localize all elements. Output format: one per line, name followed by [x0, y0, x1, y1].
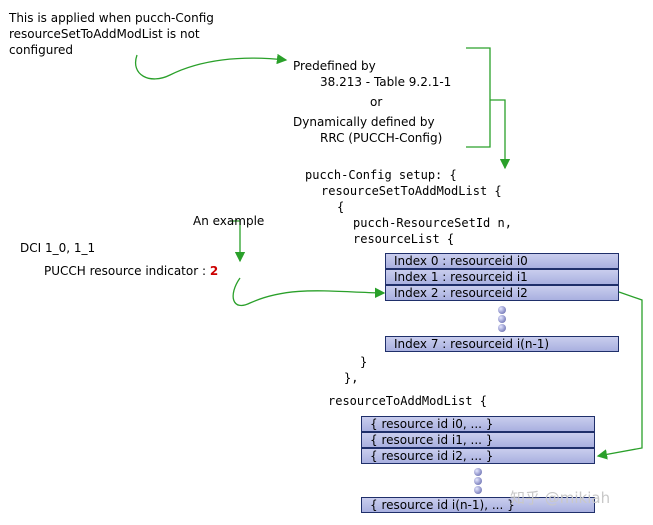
resource-list-entry-0: Index 0 : resourceid i0: [385, 253, 619, 269]
code-resource-add-list: resourceToAddModList {: [328, 394, 487, 408]
arrow-example-to-value: [230, 220, 246, 263]
code-close-brace-1: }: [360, 355, 368, 369]
pucch-indicator-label: PUCCH resource indicator :: [44, 264, 210, 278]
predefined-line-2: 38.213 - Table 9.2.1-1: [320, 75, 452, 89]
resource-add-entry-2: { resource id i2, ... }: [361, 448, 595, 464]
arrow-indicator-to-index2: [232, 277, 386, 306]
ellipsis-dots-2: [472, 468, 484, 495]
code-resource-set-list: resourceSetToAddModList {: [321, 184, 502, 198]
arrow-index2-to-resource: [596, 291, 643, 460]
arrow-bracket-to-config: [490, 99, 511, 170]
pucch-indicator-value: 2: [209, 264, 219, 278]
code-close-brace-2: },: [344, 371, 359, 385]
note-line-2: resourceSetToAddModList is not: [9, 27, 200, 41]
predefined-line-1: Predefined by: [293, 59, 376, 73]
predefined-or: or: [370, 95, 383, 109]
resource-add-entry-0: { resource id i0, ... }: [361, 416, 595, 432]
code-resource-set-id: pucch-ResourceSetId n,: [353, 216, 512, 230]
resource-list-entry-7: Index 7 : resourceid i(n-1): [385, 336, 619, 352]
ellipsis-dots-1: [496, 306, 508, 333]
arrow-note-to-predefined: [134, 53, 288, 80]
code-open-brace: {: [337, 200, 345, 214]
resource-add-entry-last: { resource id i(n-1), ... }: [361, 497, 595, 513]
watermark: 知乎 @mikiah: [510, 489, 611, 507]
predefined-line-3: Dynamically defined by: [293, 115, 435, 129]
resource-add-entry-1: { resource id i1, ... }: [361, 432, 595, 448]
resource-list-entry-1: Index 1 : resourceid i1: [385, 269, 619, 285]
resource-list-entry-2: Index 2 : resourceid i2: [385, 285, 619, 301]
pucch-indicator: PUCCH resource indicator : 2: [44, 263, 218, 279]
code-resource-list: resourceList {: [353, 232, 455, 246]
bracket-predefined: [466, 47, 491, 148]
note-line-3: configured: [9, 43, 73, 57]
dci-format-label: DCI 1_0, 1_1: [20, 241, 96, 255]
note-line-1: This is applied when pucch-Config: [9, 11, 214, 25]
example-label: An example: [193, 214, 265, 228]
code-pucch-config: pucch-Config setup: {: [305, 168, 457, 182]
predefined-line-4: RRC (PUCCH-Config): [320, 131, 443, 145]
